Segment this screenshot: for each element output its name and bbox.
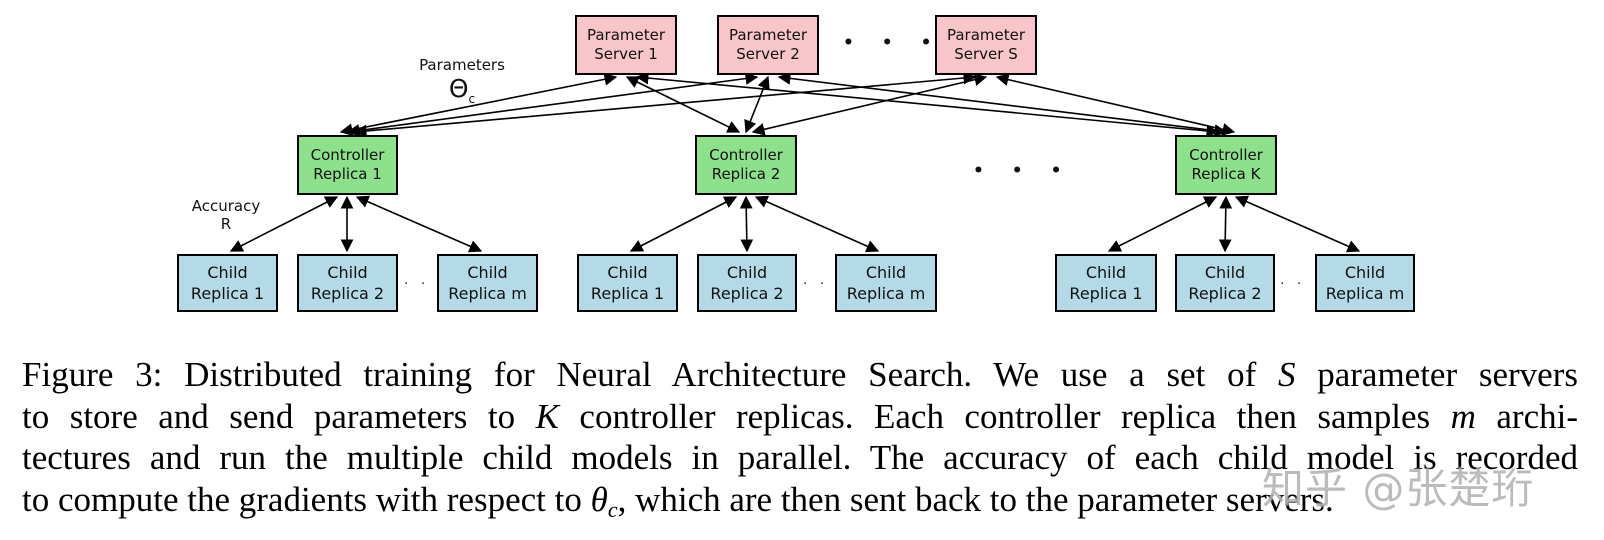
ellipsis-children-group-1: · · · (404, 276, 447, 292)
node-label: Controller (709, 146, 783, 164)
ellipsis-children-group-3: · · · (1280, 276, 1323, 292)
node-child-replica-1-group-3: Child Replica 1 (1055, 254, 1157, 312)
node-controller-replica-1: Controller Replica 1 (297, 135, 398, 195)
node-label: Replica m (1325, 284, 1405, 303)
node-child-replica-1-group-1: Child Replica 1 (177, 254, 278, 312)
node-label: Controller (310, 146, 385, 164)
node-child-replica-2-group-2: Child Replica 2 (697, 254, 797, 312)
node-label: Child (1344, 263, 1386, 282)
node-label: Replica 1 (190, 284, 265, 303)
node-label: Replica m (448, 284, 527, 303)
parameters-edge-label: Parameters Θc (407, 56, 517, 106)
ellipsis-children-group-2: · · · (803, 276, 846, 292)
node-parameter-server-s: Parameter Server S (935, 15, 1037, 75)
node-label: Child (726, 263, 768, 282)
caption-line: tectures and run the multiple child mode… (22, 438, 1578, 477)
node-controller-replica-k: Controller Replica K (1175, 135, 1277, 195)
node-label: Replica 2 (711, 165, 781, 183)
node-controller-replica-2: Controller Replica 2 (695, 135, 797, 195)
theta-symbol: Θc (448, 74, 476, 106)
node-label: Parameter (728, 26, 808, 44)
node-child-replica-m-group-2: Child Replica m (835, 254, 937, 312)
figure-caption: Figure 3: Distributed training for Neura… (22, 354, 1578, 530)
node-label: Parameter (946, 26, 1026, 44)
accuracy-edge-label: Accuracy R (186, 197, 266, 233)
node-label: Replica 2 (1188, 284, 1262, 303)
node-label: Server S (954, 45, 1018, 63)
node-parameter-server-1: Parameter Server 1 (575, 15, 677, 75)
node-child-replica-m-group-3: Child Replica m (1315, 254, 1415, 312)
node-label: Child (207, 263, 248, 282)
caption-line: to store and send parameters to K contro… (22, 396, 1579, 436)
node-child-replica-2-group-1: Child Replica 2 (297, 254, 398, 312)
node-label: Replica 2 (310, 284, 385, 303)
node-label: Replica 1 (1069, 284, 1143, 303)
node-label: Replica 1 (590, 284, 665, 303)
accuracy-text: Accuracy (191, 197, 261, 215)
node-label: Replica 2 (710, 284, 784, 303)
parameters-text: Parameters (419, 56, 505, 74)
caption-line: Figure 3: Distributed training for Neura… (22, 355, 1578, 394)
node-label: Replica m (846, 284, 926, 303)
node-label: Parameter (586, 26, 666, 44)
watermark: 知乎 @张楚珩 (1262, 464, 1535, 513)
node-label: Replica K (1191, 165, 1261, 183)
node-parameter-server-2: Parameter Server 2 (717, 15, 819, 75)
caption-line: to compute the gradients with respect to… (22, 479, 1334, 522)
ellipsis-servers: • • • (843, 33, 943, 53)
node-child-replica-2-group-3: Child Replica 2 (1175, 254, 1275, 312)
node-label: Replica 1 (313, 165, 382, 183)
accuracy-symbol: R (220, 215, 232, 233)
node-child-replica-1-group-2: Child Replica 1 (577, 254, 678, 312)
node-label: Child (1204, 263, 1246, 282)
node-label: Server 2 (736, 45, 800, 63)
node-label: Controller (1189, 146, 1263, 164)
node-label: Child (865, 263, 907, 282)
ellipsis-controllers: • • • (973, 161, 1073, 181)
node-child-replica-m-group-1: Child Replica m (437, 254, 538, 312)
node-label: Child (327, 263, 368, 282)
node-label: Child (467, 263, 508, 282)
node-label: Child (607, 263, 648, 282)
node-label: Server 1 (594, 45, 658, 63)
controller-child-arrows (229, 195, 1361, 253)
node-label: Child (1085, 263, 1127, 282)
figure-diagram: Parameter Server 1 Parameter Server 2 Pa… (177, 15, 1415, 312)
